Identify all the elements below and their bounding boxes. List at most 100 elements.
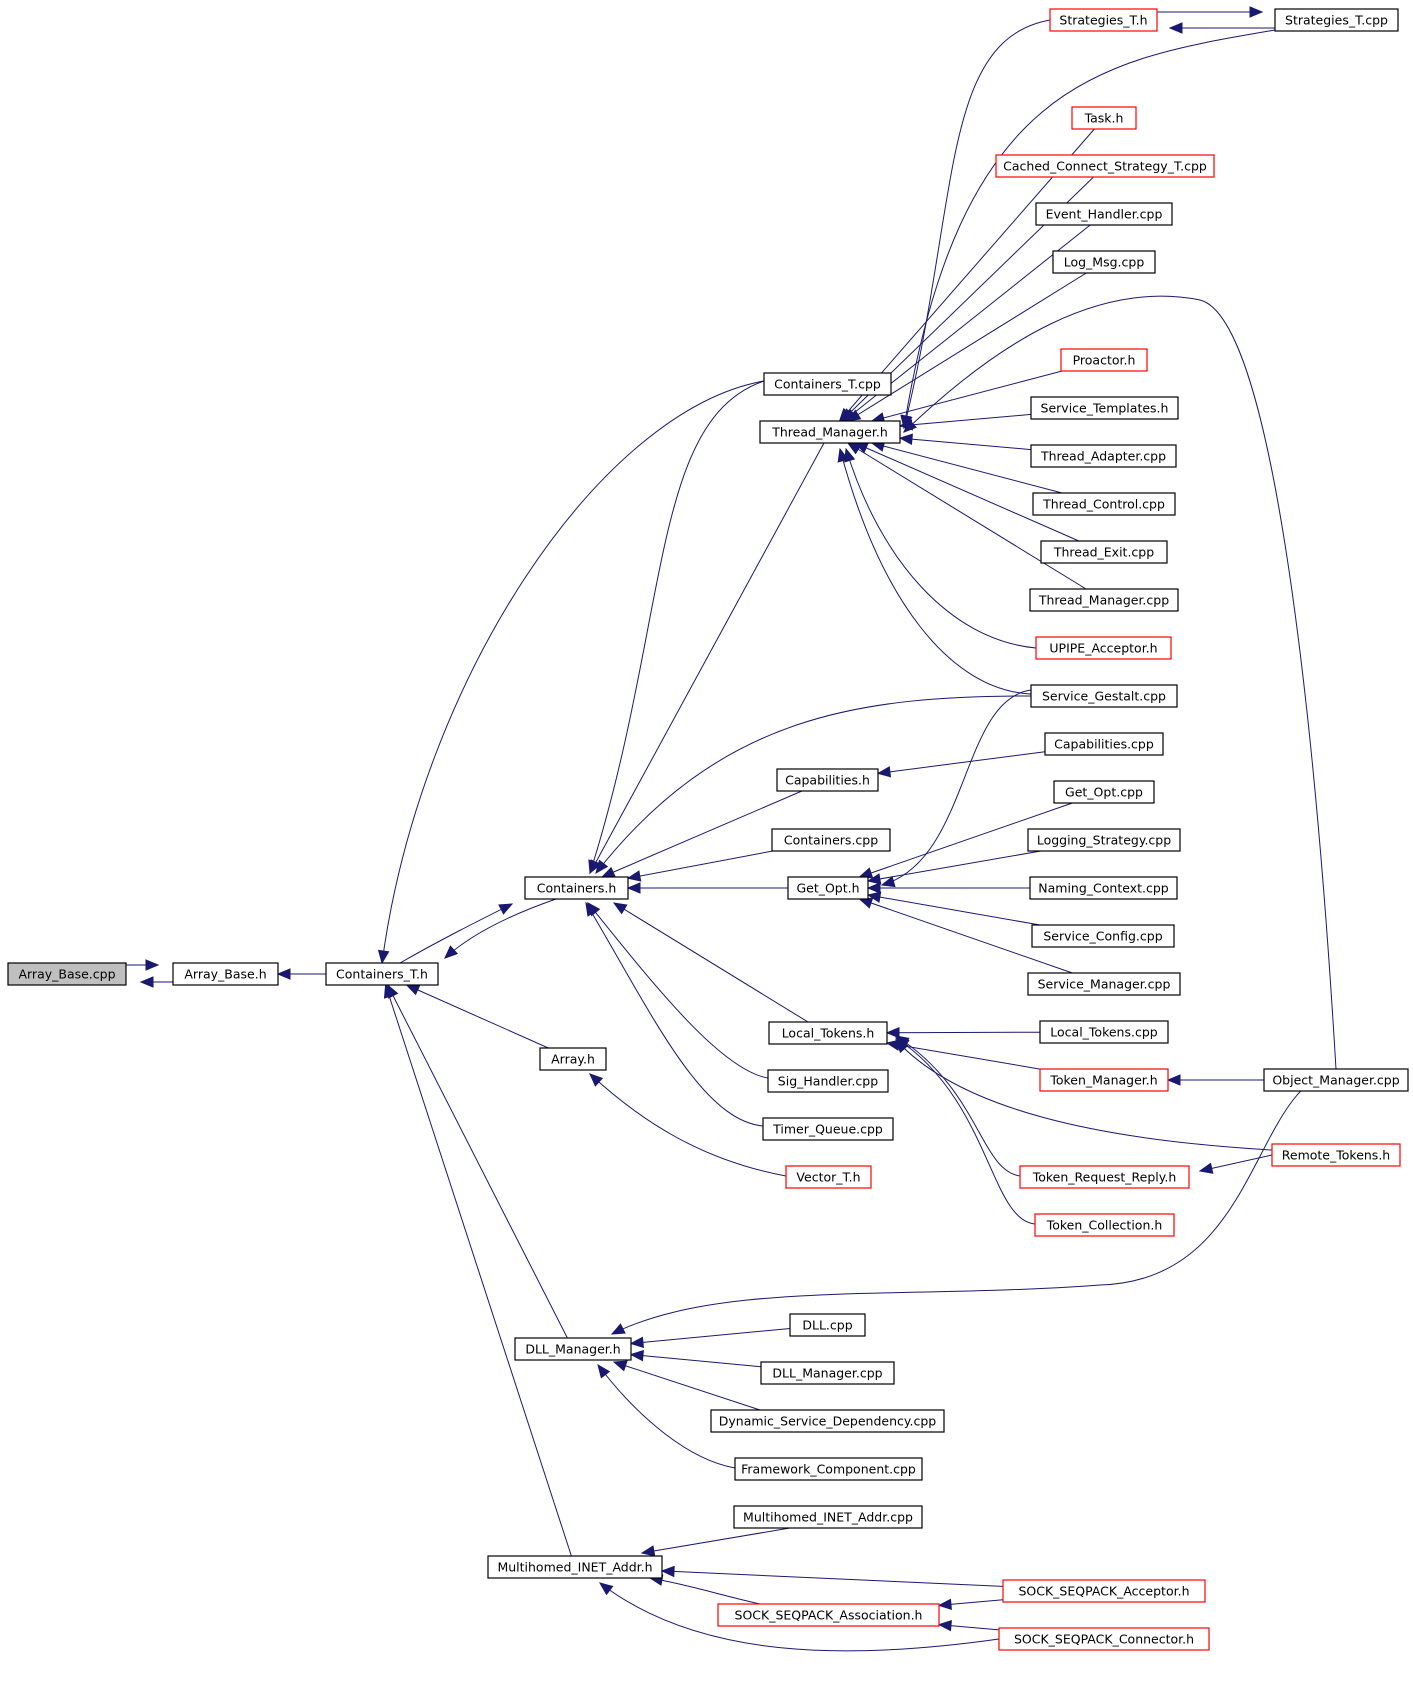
node-sock-seqpack-acceptor-h[interactable]: SOCK_SEQPACK_Acceptor.h <box>1002 1579 1206 1603</box>
edge-array_h-to-containers_t_h <box>405 984 549 1049</box>
edge-line <box>385 984 572 1557</box>
arrowhead-icon <box>626 882 641 894</box>
node-thread-exit-cpp[interactable]: Thread_Exit.cpp <box>1040 540 1168 564</box>
edge-dyn_service_dep_cpp-to-dll_manager_h <box>612 1360 761 1411</box>
node-containers-cpp[interactable]: Containers.cpp <box>771 828 891 852</box>
node-cached-connect-cpp[interactable]: Cached_Connect_Strategy_T.cpp <box>995 154 1215 178</box>
edge-line <box>641 1527 791 1554</box>
node-capabilities-h[interactable]: Capabilities.h <box>776 768 879 792</box>
node-strategies-t-h[interactable]: Strategies_T.h <box>1049 8 1158 32</box>
node-vector-t-h[interactable]: Vector_T.h <box>785 1165 872 1189</box>
node-service-templates-h[interactable]: Service_Templates.h <box>1030 396 1179 420</box>
node-box <box>1030 396 1179 420</box>
node-dll-manager-h[interactable]: DLL_Manager.h <box>514 1337 632 1361</box>
node-service-config-cpp[interactable]: Service_Config.cpp <box>1031 924 1175 948</box>
node-token-manager-h[interactable]: Token_Manager.h <box>1039 1068 1169 1092</box>
arrowhead-icon <box>589 1073 604 1087</box>
edge-line <box>597 1364 736 1469</box>
node-containers-t-cpp[interactable]: Containers_T.cpp <box>763 372 892 396</box>
edge-logging_strategy_cpp-to-get_opt_h <box>866 850 1041 885</box>
node-get-opt-h[interactable]: Get_Opt.h <box>787 876 869 900</box>
node-framework-component-cpp[interactable]: Framework_Component.cpp <box>734 1457 923 1481</box>
edge-line <box>599 1582 1000 1652</box>
node-object-manager-cpp[interactable]: Object_Manager.cpp <box>1263 1068 1409 1092</box>
arrowhead-icon <box>377 949 390 965</box>
node-containers-t-h[interactable]: Containers_T.h <box>325 962 439 986</box>
node-remote-tokens-h[interactable]: Remote_Tokens.h <box>1271 1143 1401 1167</box>
node-multihomed-cpp[interactable]: Multihomed_INET_Addr.cpp <box>733 1505 923 1529</box>
node-array-base-cpp[interactable]: Array_Base.cpp <box>7 962 127 986</box>
edge-dll_cpp-to-dll_manager_h <box>629 1328 791 1349</box>
node-containers-h[interactable]: Containers.h <box>524 876 629 900</box>
node-event-handler-cpp[interactable]: Event_Handler.cpp <box>1035 202 1173 226</box>
node-box <box>760 1361 895 1385</box>
node-label: Naming_Context.cpp <box>1038 881 1169 896</box>
node-thread-manager-cpp[interactable]: Thread_Manager.cpp <box>1029 588 1179 612</box>
node-thread-manager-h[interactable]: Thread_Manager.h <box>759 420 901 444</box>
node-label: Capabilities.h <box>785 773 870 788</box>
node-dyn-service-dep-cpp[interactable]: Dynamic_Service_Dependency.cpp <box>710 1409 945 1433</box>
node-label: Containers_T.h <box>336 967 428 982</box>
node-box <box>762 1117 894 1141</box>
node-label: Get_Opt.h <box>796 881 859 896</box>
edge-line <box>877 751 1046 774</box>
node-box <box>998 1627 1210 1651</box>
graph-nodes: Array_Base.cpp Array_Base.h Containers_T.h… <box>7 8 1409 1651</box>
node-thread-adapter-cpp[interactable]: Thread_Adapter.cpp <box>1030 444 1177 468</box>
node-label: Array_Base.cpp <box>18 967 115 982</box>
edge-containers_t_cpp-to-containers_t_h <box>377 380 765 965</box>
node-box <box>1039 1068 1169 1092</box>
arrowhead-icon <box>898 419 913 431</box>
node-local-tokens-h[interactable]: Local_Tokens.h <box>768 1021 888 1045</box>
node-thread-control-cpp[interactable]: Thread_Control.cpp <box>1032 492 1176 516</box>
node-logging-strategy-cpp[interactable]: Logging_Strategy.cpp <box>1027 828 1181 852</box>
node-box <box>767 1069 889 1093</box>
node-box <box>710 1409 945 1433</box>
node-label: DLL.cpp <box>802 1318 852 1333</box>
node-local-tokens-cpp[interactable]: Local_Tokens.cpp <box>1039 1020 1169 1044</box>
node-service-gestalt-cpp[interactable]: Service_Gestalt.cpp <box>1030 684 1178 708</box>
edge-line <box>406 984 549 1049</box>
node-label: Get_Opt.cpp <box>1065 785 1143 800</box>
edge-line <box>381 380 765 964</box>
node-dll-cpp[interactable]: DLL.cpp <box>789 1313 866 1337</box>
node-naming-context-cpp[interactable]: Naming_Context.cpp <box>1029 876 1178 900</box>
node-capabilities-cpp[interactable]: Capabilities.cpp <box>1044 732 1164 756</box>
edge-thread_control_cpp-to-thread_manager_h <box>870 440 1063 494</box>
node-box <box>1052 250 1156 274</box>
node-strategies-t-cpp[interactable]: Strategies_T.cpp <box>1274 8 1399 32</box>
edge-sock_seqpack_connector_h-to-multihomed_h <box>598 1582 1000 1652</box>
node-multihomed-h[interactable]: Multihomed_INET_Addr.h <box>487 1555 663 1579</box>
arrowhead-icon <box>585 901 598 917</box>
edge-containers_h-to-containers_t_h <box>444 898 557 959</box>
edge-array_base_h-to-array_base_cpp <box>139 976 173 988</box>
node-service-manager-cpp[interactable]: Service_Manager.cpp <box>1027 972 1181 996</box>
edge-line <box>859 802 1073 878</box>
edge-line <box>871 442 1063 494</box>
edge-timer_queue_cpp-to-containers_h <box>585 901 764 1127</box>
node-sig-handler-cpp[interactable]: Sig_Handler.cpp <box>767 1069 889 1093</box>
node-token-request-reply-h[interactable]: Token_Request_Reply.h <box>1019 1165 1190 1189</box>
arrowhead-icon <box>383 983 395 999</box>
node-box <box>1030 684 1178 708</box>
node-box <box>771 828 891 852</box>
node-label: Token_Request_Reply.h <box>1032 1170 1177 1185</box>
node-proactor-h[interactable]: Proactor.h <box>1060 348 1148 372</box>
node-sock-seqpack-assoc-h[interactable]: SOCK_SEQPACK_Association.h <box>717 1603 940 1627</box>
edge-line <box>845 448 1037 649</box>
node-label: SOCK_SEQPACK_Acceptor.h <box>1018 1584 1189 1599</box>
node-upipe-acceptor-h[interactable]: UPIPE_Acceptor.h <box>1035 636 1172 660</box>
node-array-base-h[interactable]: Array_Base.h <box>172 962 279 986</box>
node-dll-manager-cpp[interactable]: DLL_Manager.cpp <box>760 1361 895 1385</box>
node-log-msg-cpp[interactable]: Log_Msg.cpp <box>1052 250 1156 274</box>
node-token-collection-h[interactable]: Token_Collection.h <box>1034 1213 1175 1237</box>
node-array-h[interactable]: Array.h <box>539 1047 607 1071</box>
node-label: Service_Templates.h <box>1041 401 1169 416</box>
node-box <box>1029 876 1178 900</box>
node-get-opt-cpp[interactable]: Get_Opt.cpp <box>1053 780 1155 804</box>
node-box <box>1044 732 1164 756</box>
node-sock-seqpack-connector-h[interactable]: SOCK_SEQPACK_Connector.h <box>998 1627 1210 1651</box>
edge-object_manager_cpp-to-token_manager_h <box>1166 1074 1264 1086</box>
node-timer-queue-cpp[interactable]: Timer_Queue.cpp <box>762 1117 894 1141</box>
node-task-h[interactable]: Task.h <box>1071 106 1137 130</box>
